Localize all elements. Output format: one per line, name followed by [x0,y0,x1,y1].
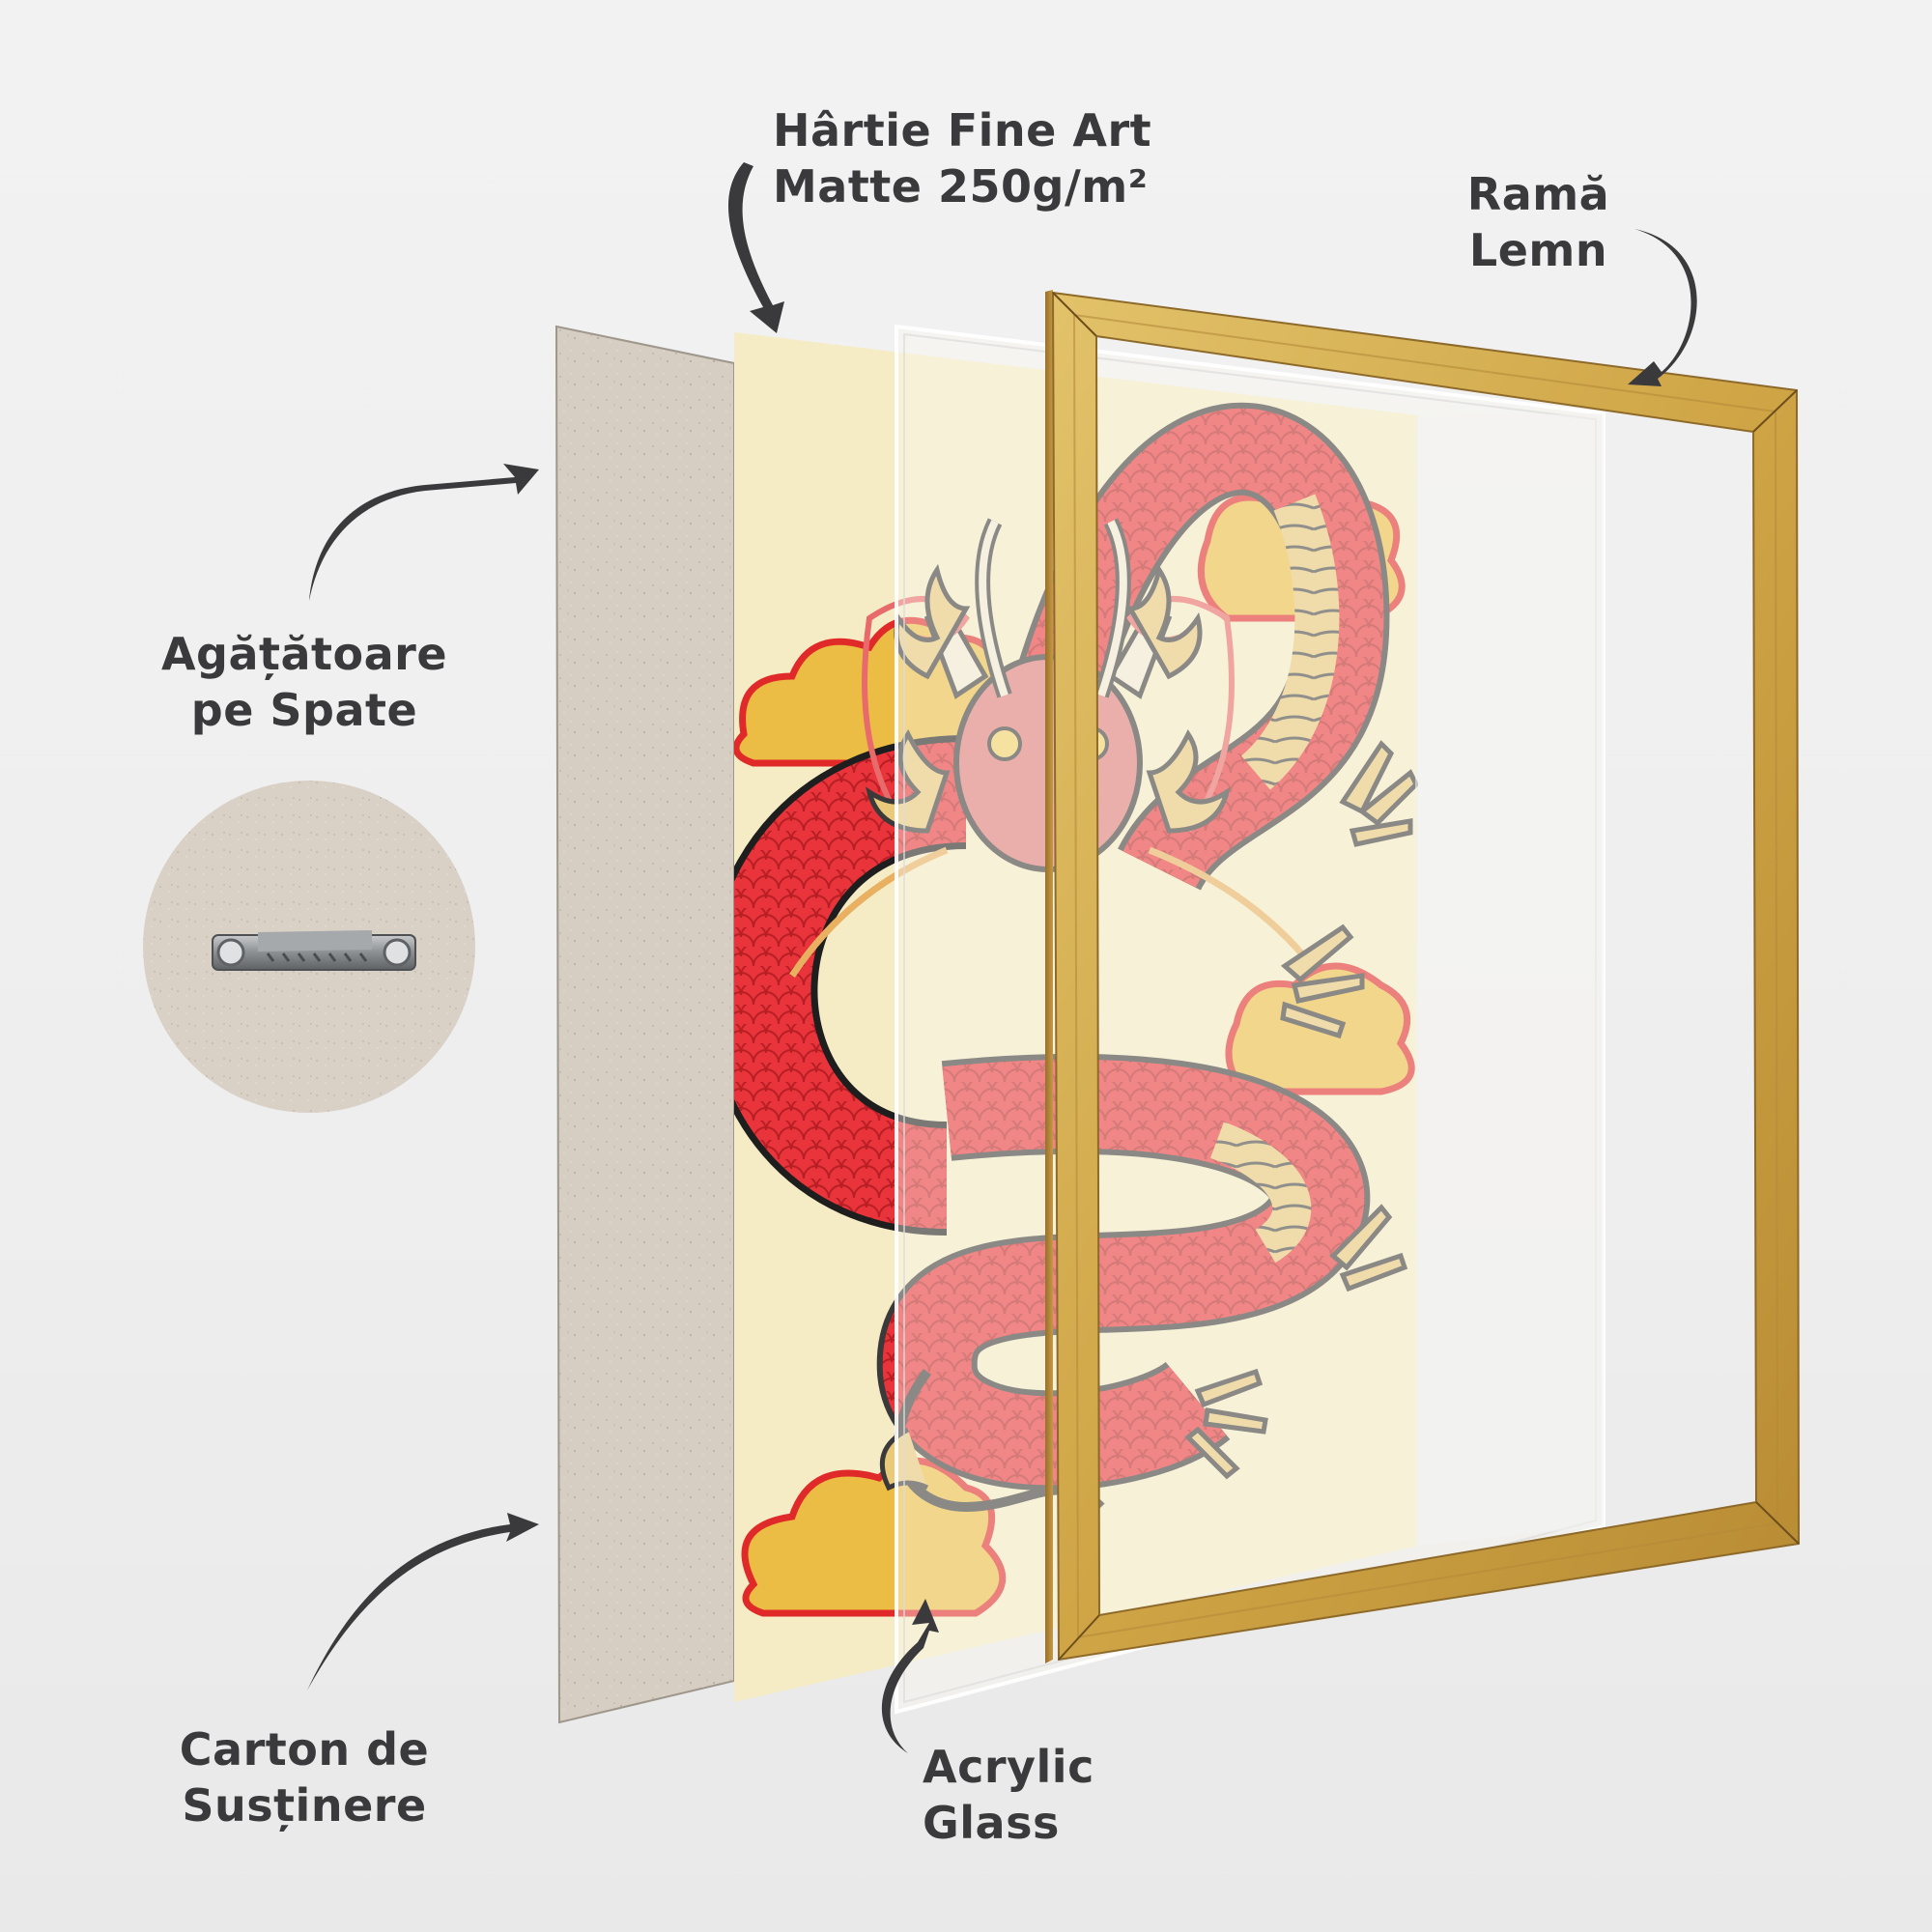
arrow-frame-icon [1628,229,1697,386]
label-hanger-line2: pe Spate [190,684,418,736]
arrow-paper-icon [727,162,784,333]
label-hanger: Agățătoare pe Spate [145,626,464,738]
arrow-backing-icon [307,1513,539,1690]
label-backing-line1: Carton de [179,1723,430,1776]
wood-frame-layer [1045,290,1801,1663]
label-backing: Carton de Susținere [164,1721,444,1833]
arrow-hanger-icon [309,464,539,601]
arrow-glass-icon [881,1599,939,1753]
hanger-detail-inset [143,781,475,1113]
label-frame-line1: Ramă [1466,168,1610,220]
label-paper-line1: Hârtie Fine Art [773,104,1152,156]
label-paper: Hârtie Fine Art Matte 250g/m² [773,102,1151,214]
label-backing-line2: Susținere [182,1779,427,1832]
label-glass: Acrylic Glass [923,1739,1094,1851]
label-frame-line2: Lemn [1468,224,1608,276]
label-paper-line2: Matte 250g/m² [773,160,1149,213]
label-hanger-line1: Agățătoare [160,628,448,680]
label-glass-line2: Glass [923,1797,1060,1849]
label-glass-line1: Acrylic [923,1741,1094,1793]
label-frame: Ramă Lemn [1449,166,1628,278]
sawtooth-hanger-icon [212,930,416,971]
